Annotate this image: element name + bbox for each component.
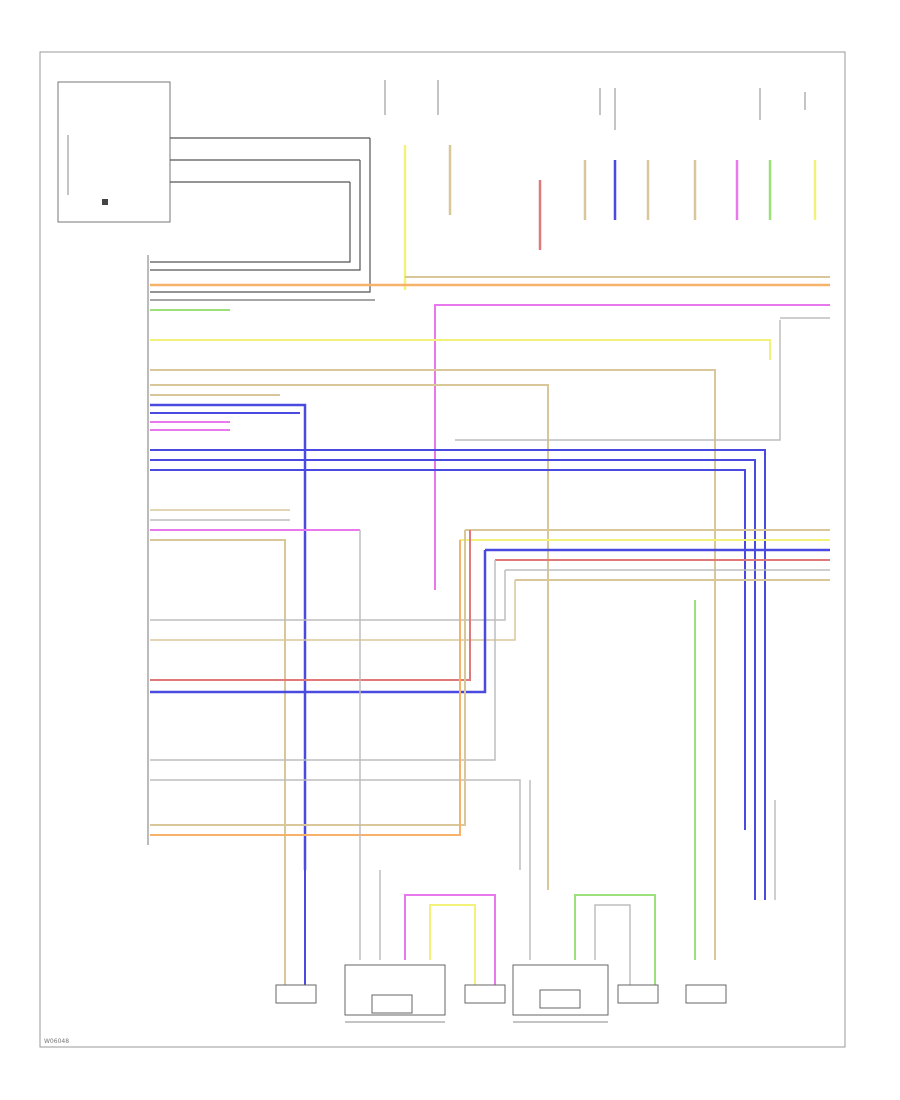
fuse-switch-area [384,80,806,130]
speaker-front-right [464,984,506,1004]
footer-code: W06048 [44,1038,69,1045]
antenna-module [57,81,171,223]
antenna-leads [150,137,371,293]
speaker-left [275,984,317,1004]
speaker-subwoofer [685,984,727,1004]
diagram-frame [39,51,846,1048]
speaker-rear-module [512,964,609,1016]
speaker-rear-right [617,984,659,1004]
speaker-center-front [344,964,446,1016]
speaker-boxes [275,964,727,1016]
